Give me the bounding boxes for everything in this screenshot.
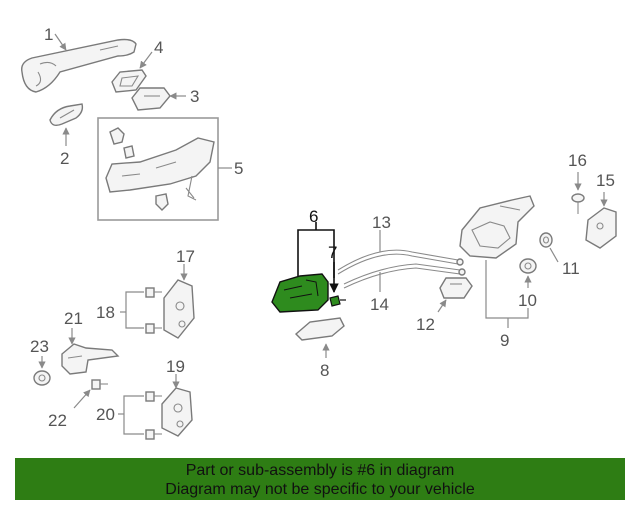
callout-20[interactable]: 20 bbox=[96, 405, 115, 424]
callout-15[interactable]: 15 bbox=[596, 171, 615, 190]
striker-plate-part-15[interactable] bbox=[585, 207, 617, 249]
nut-part-23[interactable] bbox=[33, 370, 51, 386]
callout-1[interactable]: 1 bbox=[44, 25, 53, 44]
callout-11[interactable]: 11 bbox=[562, 259, 580, 278]
washer-part-11[interactable] bbox=[539, 232, 553, 248]
lock-assembly-part[interactable] bbox=[459, 195, 535, 259]
outside-door-handle-part[interactable] bbox=[21, 38, 137, 93]
callout-18[interactable]: 18 bbox=[96, 303, 115, 322]
notice-banner: Part or sub-assembly is #6 in diagram Di… bbox=[15, 458, 625, 500]
notice-line-1: Part or sub-assembly is #6 in diagram bbox=[185, 462, 455, 479]
callout-17[interactable]: 17 bbox=[176, 247, 195, 266]
callout-3[interactable]: 3 bbox=[190, 87, 199, 106]
callout-12[interactable]: 12 bbox=[416, 315, 435, 334]
callout-14[interactable]: 14 bbox=[370, 295, 389, 314]
callout-5[interactable]: 5 bbox=[234, 159, 243, 178]
callout-23[interactable]: 23 bbox=[30, 337, 49, 356]
notice-line-2: Diagram may not be specific to your vehi… bbox=[165, 481, 475, 498]
bracket-part-12[interactable] bbox=[439, 277, 473, 299]
cable-part-13[interactable] bbox=[337, 249, 464, 275]
callout-7[interactable]: 7 bbox=[328, 243, 337, 262]
bolt-part-18[interactable] bbox=[145, 287, 162, 334]
cover-part[interactable] bbox=[294, 317, 345, 341]
callout-6[interactable]: 6 bbox=[309, 207, 318, 226]
callout-4[interactable]: 4 bbox=[154, 38, 163, 57]
hinge-part-19[interactable] bbox=[161, 387, 193, 437]
callout-21[interactable]: 21 bbox=[64, 309, 83, 328]
handle-frame-box bbox=[97, 117, 219, 221]
handle-pad-part[interactable] bbox=[131, 87, 171, 111]
door-check-part-21[interactable] bbox=[61, 343, 120, 375]
callout-19[interactable]: 19 bbox=[166, 357, 185, 376]
handle-frame-part[interactable] bbox=[105, 127, 215, 211]
cable-part-14[interactable] bbox=[343, 263, 466, 289]
lock-actuator-part-highlighted[interactable] bbox=[271, 273, 329, 313]
callout-13[interactable]: 13 bbox=[372, 213, 391, 232]
callout-8[interactable]: 8 bbox=[320, 361, 329, 380]
callout-10[interactable]: 10 bbox=[518, 291, 537, 310]
callout-22[interactable]: 22 bbox=[48, 411, 67, 430]
callout-9[interactable]: 9 bbox=[500, 331, 509, 350]
handle-gasket-part[interactable] bbox=[49, 103, 84, 127]
screw-part[interactable] bbox=[329, 295, 346, 307]
bolt-part-20[interactable] bbox=[145, 391, 162, 440]
handle-cap-part[interactable] bbox=[111, 69, 147, 93]
callout-2[interactable]: 2 bbox=[60, 149, 69, 168]
grommet-part-10[interactable] bbox=[519, 258, 537, 274]
screw-part-16[interactable] bbox=[571, 193, 585, 214]
hinge-part-17[interactable] bbox=[163, 279, 195, 339]
bolt-part-22[interactable] bbox=[91, 379, 108, 390]
callout-16[interactable]: 16 bbox=[568, 151, 587, 170]
